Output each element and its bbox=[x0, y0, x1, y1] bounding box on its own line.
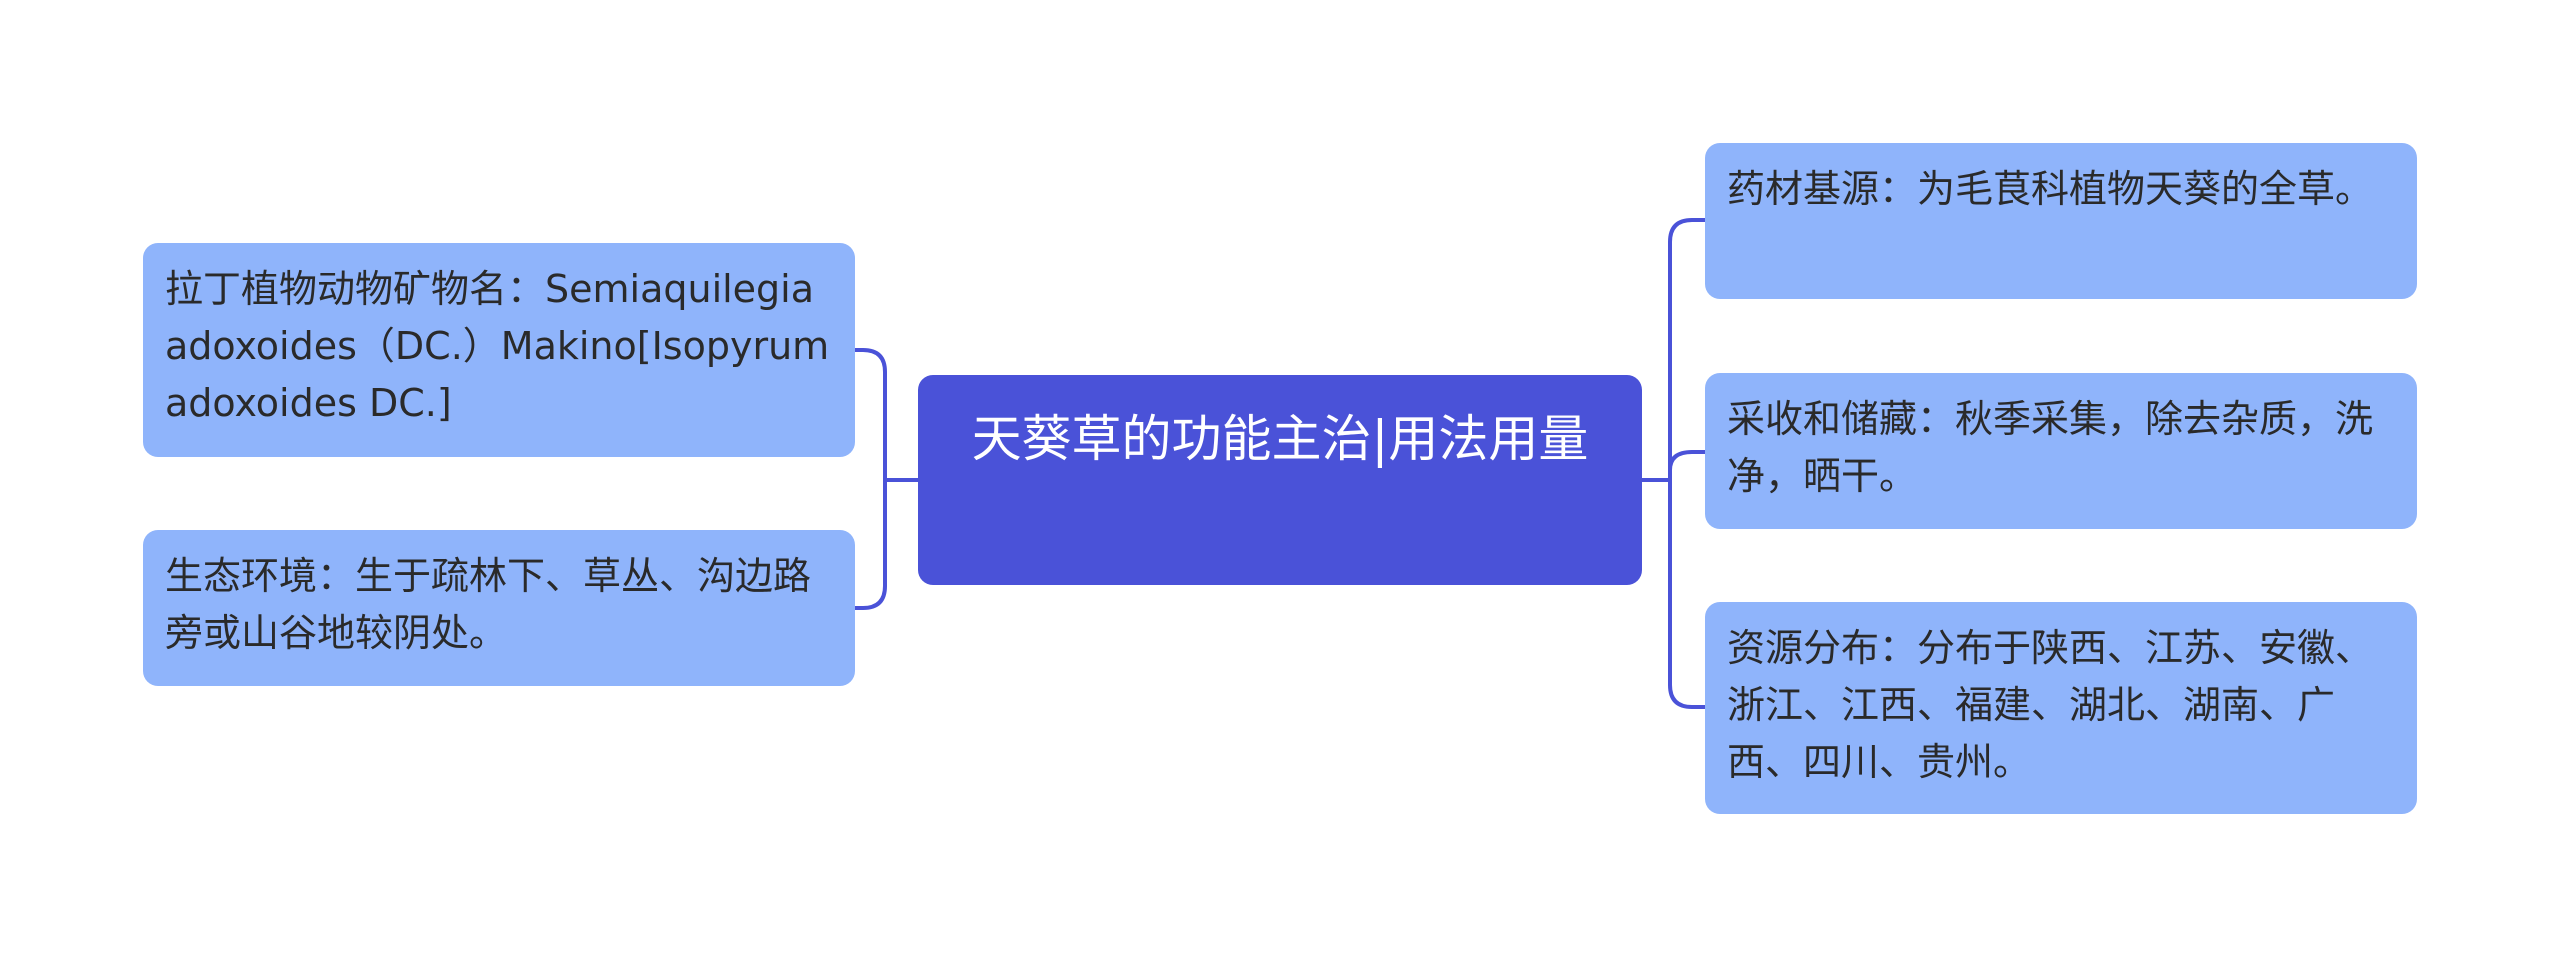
branch-node-source[interactable]: 药材基源：为毛茛科植物天葵的全草。 bbox=[1705, 143, 2417, 299]
connector-right-1 bbox=[1668, 218, 1707, 482]
connector-left-2 bbox=[853, 478, 887, 610]
branch-node-habitat[interactable]: 生态环境：生于疏林下、草丛、沟边路旁或山谷地较阴处。 bbox=[143, 530, 855, 686]
connector-right-2 bbox=[1668, 450, 1707, 482]
connector-right-3 bbox=[1668, 478, 1707, 709]
branch-label: 生态环境：生于疏林下、草丛、沟边路旁或山谷地较阴处。 bbox=[165, 554, 812, 655]
branch-node-latin-name[interactable]: 拉丁植物动物矿物名：Semiaquilegia adoxoides（DC.）Ma… bbox=[143, 243, 855, 457]
central-topic[interactable]: 天葵草的功能主治|用法用量 bbox=[918, 375, 1642, 585]
branch-node-distribution[interactable]: 资源分布：分布于陕西、江苏、安徽、浙江、江西、福建、湖北、湖南、广西、四川、贵州… bbox=[1705, 602, 2417, 814]
branch-node-harvest-storage[interactable]: 采收和储藏：秋季采集，除去杂质，洗净，晒干。 bbox=[1705, 373, 2417, 529]
central-topic-label: 天葵草的功能主治|用法用量 bbox=[971, 410, 1589, 468]
branch-label: 采收和储藏：秋季采集，除去杂质，洗净，晒干。 bbox=[1727, 397, 2374, 498]
connector-left-1 bbox=[853, 348, 887, 482]
branch-label: 药材基源：为毛茛科植物天葵的全草。 bbox=[1727, 167, 2374, 211]
branch-label: 拉丁植物动物矿物名：Semiaquilegia adoxoides（DC.）Ma… bbox=[165, 267, 830, 425]
branch-label: 资源分布：分布于陕西、江苏、安徽、浙江、江西、福建、湖北、湖南、广西、四川、贵州… bbox=[1727, 626, 2374, 784]
